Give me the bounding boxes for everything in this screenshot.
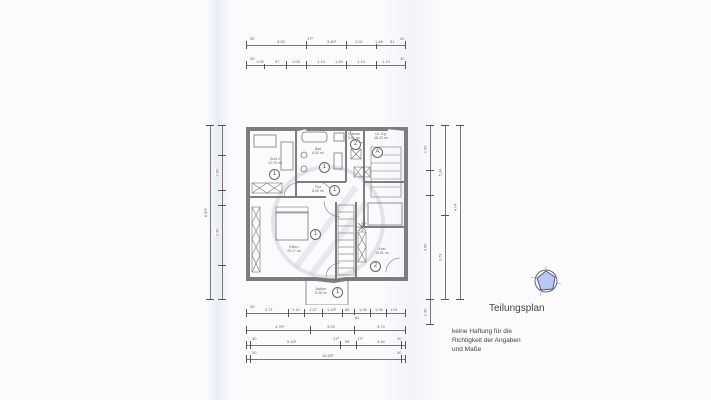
unit-marker: 1 [310, 229, 321, 240]
room-label-dusche: Dusche 2.61 m² [348, 132, 360, 140]
bottom-dimension-row-1: 30 2.71 1.10 1.27 1.15⁵ 86 1.05 1.05 1.0… [246, 304, 406, 320]
room-label-dg: Ltr. Dg. 18.23 m² [374, 132, 388, 140]
unit-marker: 1 [329, 185, 340, 196]
floor-plan-drawing [246, 124, 408, 306]
right-dimension-col-1: 2.43 4.60 2.40 [422, 125, 435, 325]
unit-marker: 1 [332, 287, 343, 298]
compass-icon [530, 266, 562, 297]
unit-marker: 2 [370, 261, 381, 272]
room-label-kind: Kind 15.51 m² [375, 247, 389, 255]
right-dimension-col-3: 4.74 [452, 125, 465, 300]
unit-marker: A [372, 147, 383, 158]
disclaimer-text: keine Haftung für die Richtigkeit der An… [452, 328, 521, 353]
room-label-eltern: Eltern 20.17 m² [287, 245, 301, 253]
left-dimension-outer: 8.30⁵ [203, 125, 215, 300]
unit-marker: 1 [319, 162, 330, 173]
room-label-kind2: Kind 2 12.75 m² [268, 157, 282, 165]
floor-plan: Kind 2 12.75 m² 1 Bad 6.92 m² 1 Flur 6.0… [246, 124, 410, 306]
room-label-bad: Bad 6.92 m² [312, 147, 324, 155]
top-dimension-row-2: 30 1.05 97 1.05 1.13 1.45 1.13 1.13 30 [246, 56, 406, 70]
bottom-dimension-row-4: 30 10.53⁵ 30 [246, 350, 406, 364]
bottom-dimension-row-3: 30 5.16⁵ 17⁵ 95 17⁵ 3.44 30 [246, 336, 406, 350]
unit-marker: 1 [269, 169, 280, 180]
room-label-balkon: Balkon 5.26 m² [315, 287, 327, 295]
right-dimension-col-2: 5.34 3.73 [437, 125, 450, 300]
left-dimension-inner: 2.80 3.40 [214, 125, 227, 300]
bottom-dimension-row-2: 4.76⁵ 3.03 3.74 [246, 324, 406, 335]
unit-marker: 2 [350, 139, 361, 150]
paper-fold [207, 0, 229, 400]
room-label-flur: Flur 6.00 m² [312, 185, 324, 193]
document-title: Teilungsplan [489, 303, 545, 314]
top-dimension-row-1: 30 3.93 17⁵ 3.40⁵ 1.01 1.45 51 30 [246, 36, 406, 50]
